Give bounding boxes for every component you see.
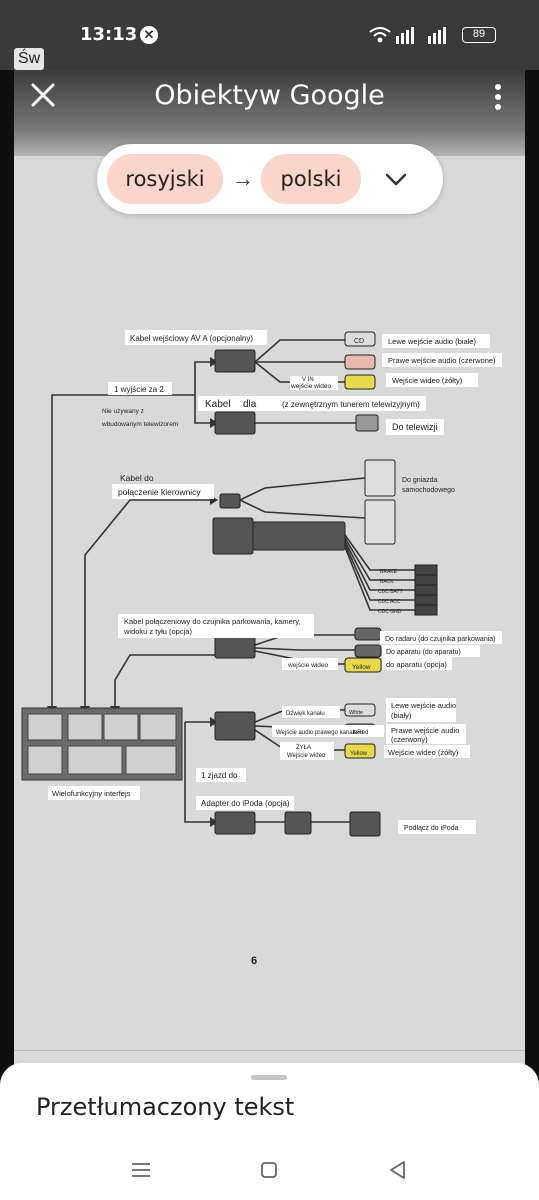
label-steering: połączenie kierownicy xyxy=(118,487,201,497)
label-left-audio-2: Lewe wejście audio xyxy=(391,701,456,710)
label-brake: BRAKE xyxy=(380,569,398,575)
close-button[interactable] xyxy=(28,80,58,110)
label-not-used: Nie używany z xyxy=(102,408,144,415)
label-car-socket-2: samochodowego xyxy=(402,487,455,494)
label-red: Red xyxy=(353,730,363,736)
sheet-title: Przetłumaczony tekst xyxy=(36,1093,295,1121)
label-cdc-acc: CDC ACC xyxy=(378,599,401,605)
label-right-audio-2: Prawe wejście audio xyxy=(391,726,459,735)
label-to-camera-opt: do aparatu (opcja) xyxy=(386,660,447,669)
label-cdc-gnd: CDC GND xyxy=(378,609,402,615)
label-left-audio-2b: (biały) xyxy=(391,711,412,720)
label-video-yellow: Wejście wideo (żółty) xyxy=(392,376,463,385)
home-button[interactable] xyxy=(254,1155,284,1185)
label-connect-ipod: Podłącz do iPoda xyxy=(404,825,459,832)
dot-icon xyxy=(495,94,501,100)
label-video-in-2: Wejście wideo xyxy=(287,753,326,759)
target-language-button[interactable]: polski xyxy=(261,154,361,204)
drag-handle[interactable] xyxy=(251,1075,287,1080)
label-cd: CD xyxy=(354,338,364,345)
label-white: White xyxy=(349,710,363,716)
label-left-channel: Dźwięk kanału xyxy=(286,711,325,717)
label-to-radar: Do radaru (do czujnika parkowania) xyxy=(385,636,496,643)
status-bar: 13:13 ✕ 89 xyxy=(0,0,539,70)
label-cable-to: Kabel do xyxy=(120,473,154,483)
label-to-tv: Do telewizji xyxy=(392,422,438,432)
label-cdc-batt: CDC BATT xyxy=(378,589,403,595)
back-button[interactable] xyxy=(382,1155,412,1185)
more-options-button[interactable] xyxy=(488,82,508,112)
label-right-channel: Wejście audio prawego kanałuRed xyxy=(276,730,368,736)
xbox-icon: ✕ xyxy=(140,26,158,44)
label-cable-tv-1: Kabel xyxy=(205,399,231,410)
label-left-audio-white: Lewe wejście audio (białe) xyxy=(388,337,476,346)
language-selector: rosyjski → polski xyxy=(97,144,443,214)
document-edge xyxy=(14,1050,525,1051)
label-video-in: wejście wideo xyxy=(287,662,328,669)
dot-icon xyxy=(495,84,501,90)
recents-button[interactable] xyxy=(126,1155,156,1185)
wifi-icon xyxy=(369,27,391,43)
translated-document[interactable]: Kabel wejściowy AV A (opcjonalny) 1 wyjś… xyxy=(14,156,525,1076)
arrow-right-icon: → xyxy=(232,166,254,191)
wiring-diagram: Kabel wejściowy AV A (opcjonalny) 1 wyjś… xyxy=(21,330,502,967)
header-background xyxy=(14,70,525,156)
label-right-audio-red: Prawe wejście audio (czerwone) xyxy=(388,356,496,365)
label-right-audio-2b: (czerwony) xyxy=(391,735,428,744)
label-video-in-top: wejście wideo xyxy=(290,383,331,390)
label-not-used-2: wbudowanym telewizorem xyxy=(101,421,178,428)
label-yellow-2: Yellow xyxy=(350,751,368,757)
label-one-out: 1 zjazd do xyxy=(201,771,238,780)
label-ipod-adapter: Adapter do iPoda (opcja) xyxy=(201,799,290,808)
label-cable-tv-3: (z zewnętrznym tunerem telewizyjnym) xyxy=(282,400,420,409)
label-parking-cable-2: widoku z tyłu (opcja) xyxy=(123,627,192,636)
status-clock: 13:13 xyxy=(80,24,138,45)
dot-icon xyxy=(495,104,501,110)
label-av-cable: Kabel wejściowy AV A (opcjonalny) xyxy=(130,334,253,343)
label-cable-tv-2: dla xyxy=(243,399,257,410)
page-number: 6 xyxy=(251,955,257,967)
label-car-socket-1: Do gniazda xyxy=(402,477,438,484)
battery-indicator: 89 xyxy=(462,27,496,43)
label-multi-interface: Wielofunkcyjny interfejs xyxy=(52,789,131,798)
chevron-down-icon[interactable] xyxy=(381,164,411,194)
label-yellow-1: Yellow xyxy=(352,664,371,671)
label-one-to-two: 1 wyjście za 2 xyxy=(114,385,164,394)
page-title: Obiektyw Google xyxy=(154,80,385,111)
translated-text-sheet[interactable]: Przetłumaczony tekst xyxy=(0,1063,539,1200)
label-parking-cable-1: Kabel połączeniowy do czujnika parkowani… xyxy=(124,617,301,626)
label-zyla: ŻYŁA xyxy=(296,744,311,751)
label-video-yellow-2: Wejście wideo (żółty) xyxy=(388,748,459,757)
label-to-camera: Do aparatu (do aparatu) xyxy=(386,649,461,656)
overlay-label: Św xyxy=(14,48,45,70)
label-back: BACK xyxy=(380,579,394,585)
label-v-in: V IN xyxy=(302,377,314,383)
source-language-button[interactable]: rosyjski xyxy=(107,154,223,204)
signal-icon xyxy=(396,27,446,44)
